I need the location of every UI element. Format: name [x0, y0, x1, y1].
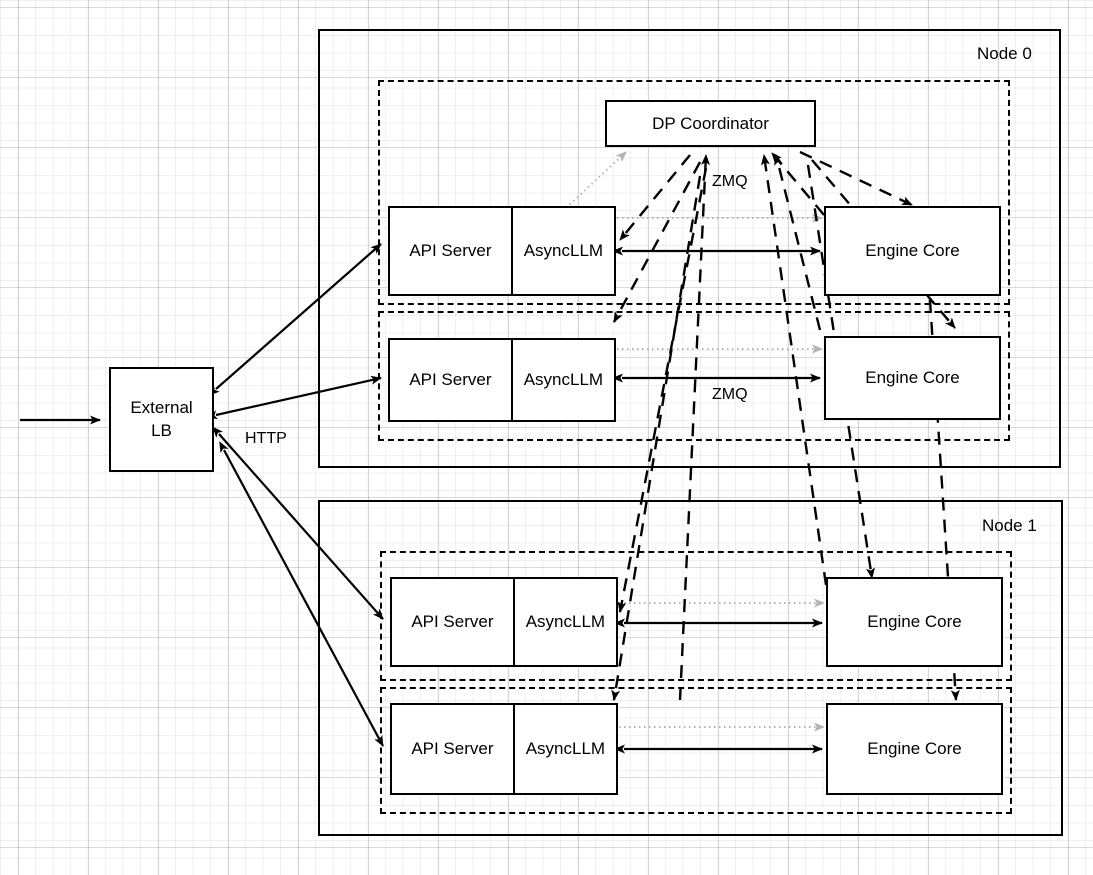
node-1-rank-1-group [380, 687, 1012, 814]
edge-coordinator-to-asyncllm-3 [611, 175, 702, 701]
dp-coordinator-box[interactable]: DP Coordinator [605, 100, 816, 147]
edge-asyncllm-to-coordinator-dotted [565, 151, 627, 209]
async-llm-1[interactable]: AsyncLLM [510, 340, 614, 420]
async-llm-0[interactable]: AsyncLLM [510, 208, 614, 294]
http-edge-label: HTTP [245, 430, 287, 447]
external-lb-label-line2: LB [151, 420, 172, 440]
edge-lb-to-api-server-1 [206, 375, 382, 420]
api-server-asyncllm-0[interactable]: API Server AsyncLLM [388, 206, 616, 296]
external-lb-label-line1: External [130, 397, 193, 417]
edge-enginecore-to-coordinator-3 [678, 154, 711, 701]
edge-coordinator-to-asyncllm-2 [617, 167, 708, 613]
api-server-label: API Server [409, 370, 492, 389]
api-server-asyncllm-2[interactable]: API Server AsyncLLM [390, 577, 618, 667]
engine-core-label: Engine Core [865, 368, 960, 387]
engine-core-3[interactable]: Engine Core [826, 703, 1003, 795]
zmq-edge-label-top: ZMQ [712, 173, 748, 190]
api-server-3[interactable]: API Server [392, 705, 513, 793]
engine-core-label: Engine Core [865, 241, 960, 260]
api-server-0[interactable]: API Server [390, 208, 511, 294]
node-0-label: Node 0 [977, 44, 1032, 63]
edge-enginecore-to-coordinator-1 [774, 154, 822, 331]
api-server-label: API Server [409, 241, 492, 260]
engine-core-1[interactable]: Engine Core [824, 336, 1001, 420]
engine-core-label: Engine Core [867, 739, 962, 758]
api-server-label: API Server [411, 739, 494, 758]
zmq-edge-label-second: ZMQ [712, 386, 748, 403]
node-1-label: Node 1 [982, 516, 1037, 535]
edge-coordinator-to-asyncllm-1 [612, 161, 702, 323]
async-llm-label: AsyncLLM [525, 612, 606, 631]
external-lb-box[interactable]: External LB [109, 367, 214, 472]
async-llm-label: AsyncLLM [523, 370, 604, 389]
edge-enginecore-to-coordinator-0 [771, 152, 825, 216]
engine-core-0[interactable]: Engine Core [824, 206, 1001, 296]
api-server-label: API Server [411, 612, 494, 631]
edge-lb-to-api-server-0 [208, 243, 382, 396]
edge-coordinator-to-enginecore-0 [799, 150, 913, 207]
api-server-1[interactable]: API Server [390, 340, 511, 420]
api-server-2[interactable]: API Server [392, 579, 513, 665]
api-server-asyncllm-1[interactable]: API Server AsyncLLM [388, 338, 616, 422]
edge-enginecore-to-coordinator-2 [760, 154, 828, 586]
api-server-asyncllm-3[interactable]: API Server AsyncLLM [390, 703, 618, 795]
engine-core-label: Engine Core [867, 612, 962, 631]
async-llm-3[interactable]: AsyncLLM [512, 705, 616, 793]
engine-core-2[interactable]: Engine Core [826, 577, 1003, 667]
edge-lb-to-api-server-3 [219, 441, 384, 747]
async-llm-label: AsyncLLM [525, 739, 606, 758]
dp-coordinator-label: DP Coordinator [652, 113, 769, 133]
node-0-rank-0-group [378, 80, 1010, 305]
async-llm-2[interactable]: AsyncLLM [512, 579, 616, 665]
async-llm-label: AsyncLLM [523, 241, 604, 260]
edge-coordinator-to-asyncllm-0 [619, 154, 691, 241]
